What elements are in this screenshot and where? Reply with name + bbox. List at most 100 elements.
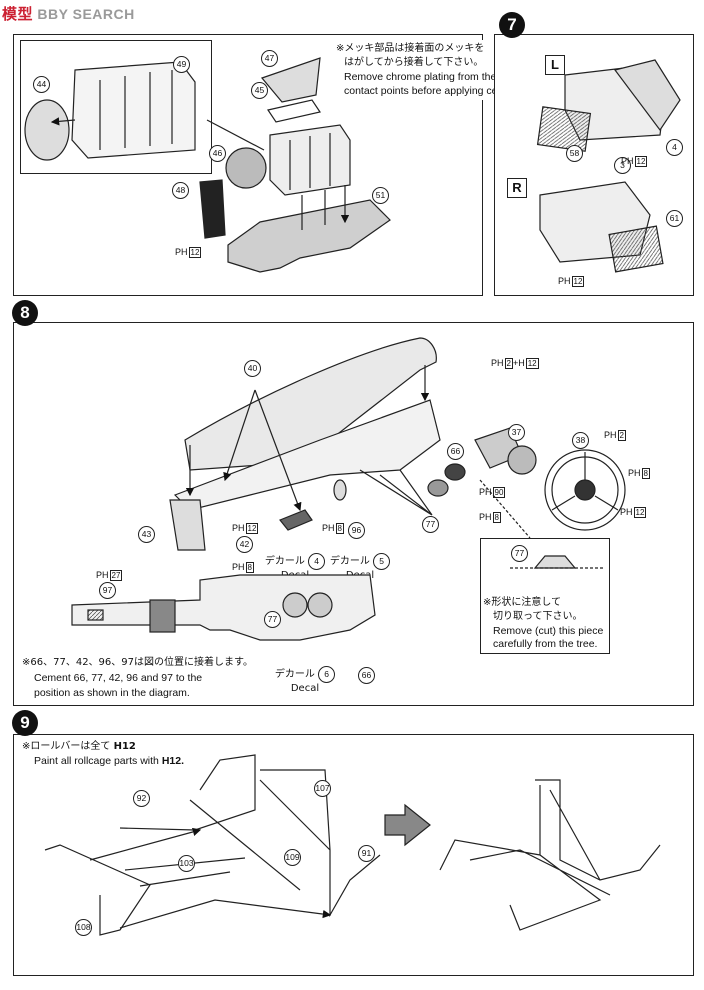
part-66a: 66 [447, 443, 464, 460]
chrome-note-jp-2: はがしてから接着して下さい。 [344, 57, 484, 68]
cut-note-en-2: carefully from the tree. [493, 638, 598, 650]
rollcage-note-en-text: Paint all rollcage parts with [34, 755, 159, 767]
knob-77 [427, 479, 449, 497]
cut-note-en-1: Remove (cut) this piece [493, 625, 604, 637]
part-103: 103 [178, 855, 195, 872]
part-38: 38 [572, 432, 589, 449]
decal-5-num: 5 [373, 553, 391, 570]
rollcage-note-en: Paint all rollcage parts with H12. [34, 754, 184, 768]
glovebox-trim [279, 509, 313, 531]
cement-note-jp: ※66、77、42、96、97は図の位置に接着します。 [22, 657, 254, 668]
rollcage-note-jp-paint: H12 [113, 741, 136, 752]
decal-6-label: デカール 6 Decal [270, 666, 340, 695]
cut-part-77 [533, 555, 577, 569]
knob-96 [333, 479, 347, 501]
step-7-number: 7 [499, 12, 525, 38]
rollcage-note-jp-text: ※ロールバーは全て [22, 741, 111, 752]
step-9-panel [13, 734, 694, 976]
watermark-logo: 模型 [2, 6, 34, 23]
part-97: 97 [99, 582, 116, 599]
scoop [260, 57, 321, 103]
part-61: 61 [666, 210, 683, 227]
dash-box [149, 599, 176, 633]
part-42: 42 [236, 536, 253, 553]
step-8-number: 8 [12, 300, 38, 326]
blower-cover-inset [24, 99, 70, 161]
chrome-note-en-1: Remove chrome plating from the [344, 71, 497, 83]
part-66b: 66 [358, 667, 375, 684]
cut-note-jp-2: 切り取って下さい。 [493, 611, 583, 622]
decal-6-jp: デカール [274, 669, 315, 680]
part-51: 51 [372, 187, 389, 204]
dash-vent [87, 609, 104, 621]
part-49: 49 [173, 56, 190, 73]
watermark-text: BBY SEARCH [37, 6, 135, 22]
part-3: 3 [614, 157, 631, 174]
part-77b: 77 [264, 611, 281, 628]
seat-right-pad [608, 225, 664, 273]
part-37: 37 [508, 424, 525, 441]
switch-knob [507, 445, 537, 475]
decal-6-en: Decal [290, 683, 320, 694]
step-arrow [384, 803, 431, 847]
knob-66 [444, 463, 466, 481]
decal-5-jp: デカール [329, 556, 370, 567]
watermark: 模型 BBY SEARCH [2, 3, 135, 24]
rollcage-exploded [44, 754, 381, 936]
part-77a: 77 [422, 516, 439, 533]
seat-left-pad [536, 106, 592, 152]
step-9-number: 9 [12, 710, 38, 736]
part-58: 58 [566, 145, 583, 162]
part-47: 47 [261, 50, 278, 67]
part-92: 92 [133, 790, 150, 807]
part-46: 46 [209, 145, 226, 162]
part-43: 43 [138, 526, 155, 543]
dash-side [169, 499, 206, 551]
part-109: 109 [284, 849, 301, 866]
gauge-panel-flat [71, 574, 376, 641]
decal-4-jp: デカール [264, 556, 305, 567]
cement-note-en-2: position as shown in the diagram. [34, 687, 190, 699]
gauge-right [307, 592, 333, 618]
part-45: 45 [251, 82, 268, 99]
part-77-cut: 77 [511, 545, 528, 562]
part-44: 44 [33, 76, 50, 93]
pulley [225, 147, 267, 189]
decal-4-num: 4 [308, 553, 326, 570]
left-label: L [545, 55, 565, 75]
rollcage-note-en-paint: H12. [161, 755, 185, 767]
right-label: R [507, 178, 527, 198]
belt [199, 179, 226, 239]
part-4: 4 [666, 139, 683, 156]
part-91: 91 [358, 845, 375, 862]
cut-note-jp-1: ※形状に注意して [483, 597, 562, 608]
part-107: 107 [314, 780, 331, 797]
part-48: 48 [172, 182, 189, 199]
manifold [227, 199, 391, 273]
part-96: 96 [348, 522, 365, 539]
blower-inset [71, 61, 196, 159]
part-108: 108 [75, 919, 92, 936]
part-40: 40 [244, 360, 261, 377]
rollcage-assembled [439, 779, 661, 931]
cement-note-en-1: Cement 66, 77, 42, 96 and 97 to the [34, 672, 203, 684]
chrome-note-jp-1: ※メッキ部品は接着面のメッキを [336, 43, 485, 54]
decal-6-num: 6 [318, 666, 336, 683]
steering-hub [574, 479, 596, 501]
gasket [267, 99, 321, 123]
steering-wheel [544, 449, 626, 531]
gauge-left [282, 592, 308, 618]
rollcage-note-jp: ※ロールバーは全て H12 [22, 740, 136, 754]
